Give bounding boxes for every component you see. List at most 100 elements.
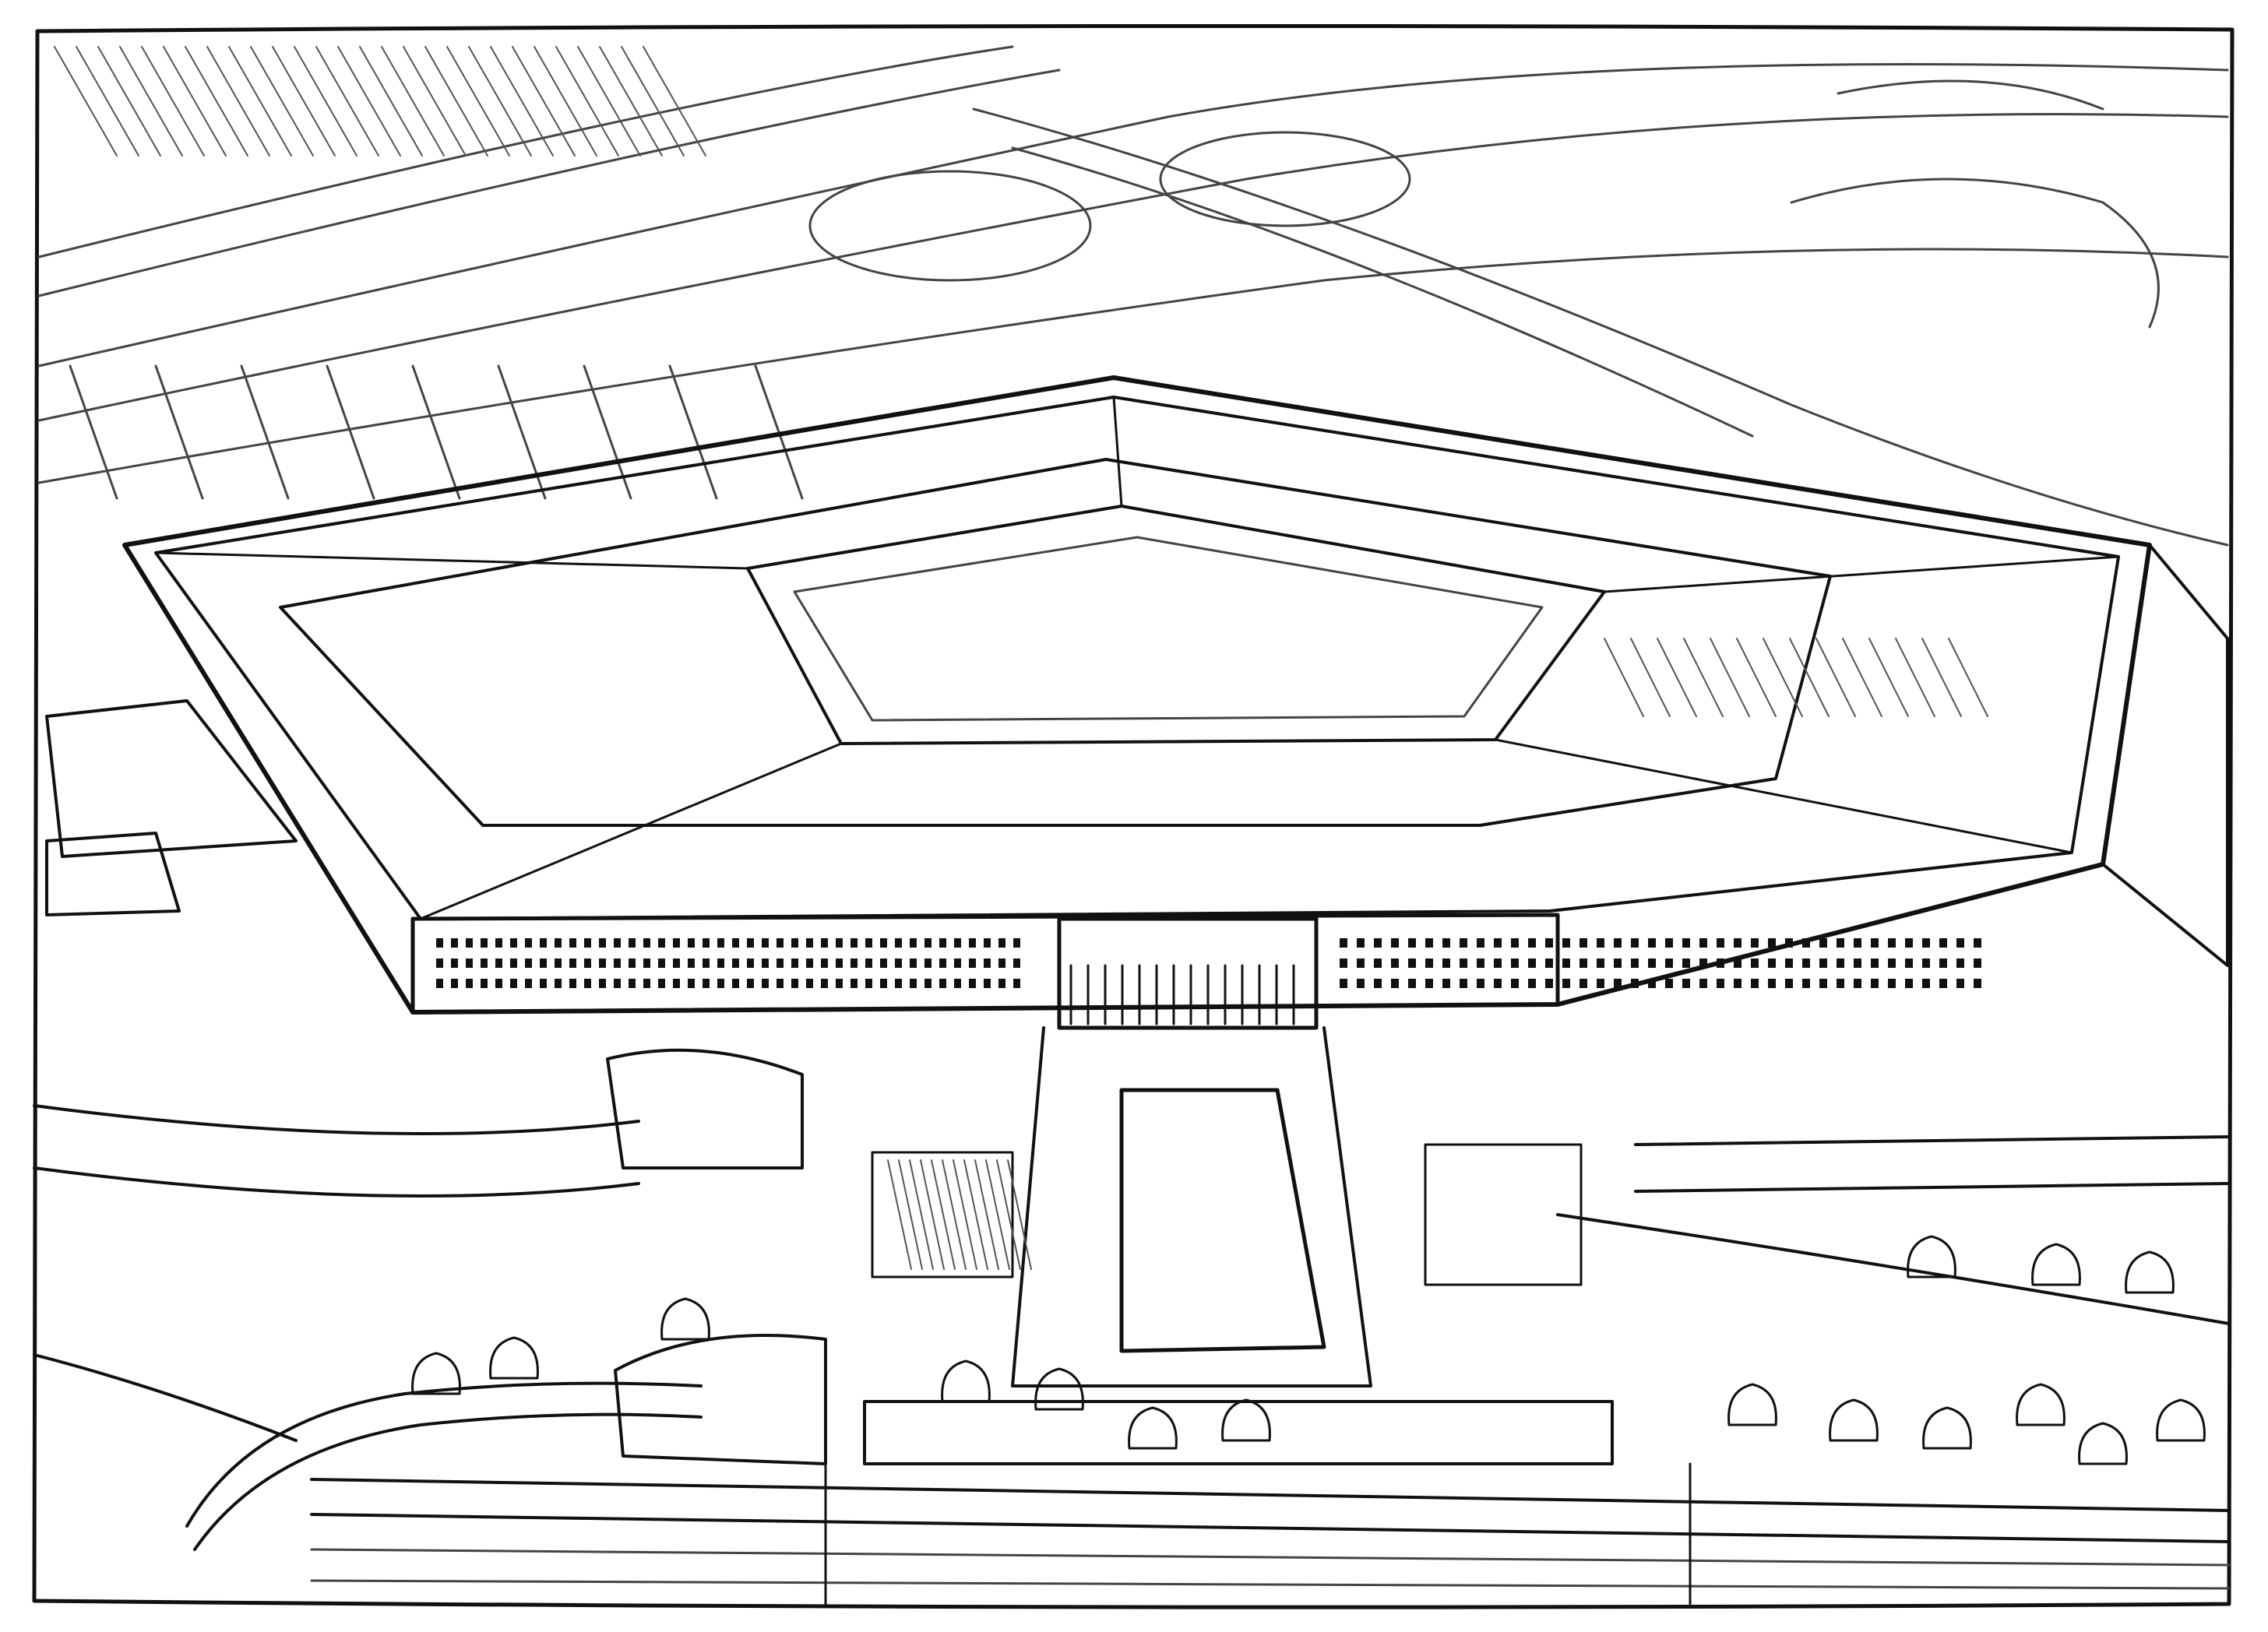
window	[1682, 979, 1690, 988]
window	[629, 938, 636, 948]
window	[466, 958, 473, 968]
window	[865, 938, 872, 948]
tree	[941, 1359, 991, 1403]
window	[1751, 979, 1759, 988]
window	[747, 979, 754, 988]
window	[806, 958, 813, 968]
window	[1408, 938, 1416, 948]
window	[969, 979, 976, 988]
window	[1837, 938, 1844, 948]
hatch-line	[490, 46, 554, 157]
window	[850, 979, 858, 988]
window	[1699, 979, 1707, 988]
window	[1905, 958, 1913, 968]
window	[791, 979, 798, 988]
window	[1854, 958, 1861, 968]
window	[599, 958, 606, 968]
hatch-line	[534, 46, 597, 157]
shading-hatches	[54, 46, 1988, 1270]
window	[998, 938, 1005, 948]
window	[1442, 979, 1450, 988]
hatch-line	[250, 46, 314, 157]
background-parking-lots	[69, 364, 804, 500]
window	[836, 938, 843, 948]
window	[1648, 938, 1656, 948]
window	[1013, 958, 1020, 968]
window	[1391, 958, 1399, 968]
window	[717, 958, 724, 968]
window	[451, 979, 458, 988]
window	[436, 979, 443, 988]
window	[1785, 938, 1793, 948]
tree	[1727, 1383, 1777, 1426]
pentagon-building	[122, 375, 2152, 1030]
hatch-line	[1948, 638, 1988, 717]
window	[717, 979, 724, 988]
hatch-line	[577, 46, 641, 157]
window	[1545, 958, 1553, 968]
window	[1580, 958, 1587, 968]
window	[1562, 958, 1570, 968]
window	[658, 958, 665, 968]
window	[1511, 938, 1519, 948]
window	[1631, 938, 1639, 948]
inner-ring	[746, 505, 1606, 745]
window	[1939, 938, 1947, 948]
window	[1494, 979, 1502, 988]
window	[1871, 938, 1879, 948]
window	[658, 979, 665, 988]
window	[1562, 979, 1570, 988]
front-facade	[410, 913, 1560, 1015]
hatch-line	[272, 46, 336, 157]
window	[924, 938, 932, 948]
window	[555, 979, 562, 988]
window	[569, 938, 576, 948]
window	[1785, 958, 1793, 968]
middle-ring	[279, 458, 1832, 827]
window	[1819, 979, 1827, 988]
window	[1340, 958, 1347, 968]
window	[1580, 938, 1587, 948]
hatch-line	[119, 46, 183, 157]
window	[481, 979, 488, 988]
window	[821, 938, 828, 948]
window	[1939, 979, 1947, 988]
window	[1374, 958, 1382, 968]
window	[1013, 979, 1020, 988]
window	[1614, 938, 1622, 948]
window	[540, 938, 547, 948]
portico-columns	[1069, 964, 1295, 1025]
window	[762, 938, 769, 948]
entrance-portico	[1057, 916, 1319, 1030]
hatch-line	[974, 1159, 999, 1270]
hatch-line	[1657, 638, 1697, 717]
window	[1699, 938, 1707, 948]
background-highways	[37, 45, 2229, 547]
window	[1460, 958, 1467, 968]
central-courtyard	[793, 536, 1544, 722]
window	[599, 938, 606, 948]
window	[1460, 938, 1467, 948]
window	[555, 938, 562, 948]
window	[1494, 938, 1502, 948]
hatch-line	[381, 46, 445, 157]
hatch-line	[1789, 638, 1830, 717]
window	[1425, 938, 1433, 948]
hatch-line	[1842, 638, 1882, 717]
side-buildings	[45, 543, 2229, 1169]
window	[880, 958, 887, 968]
window	[1819, 958, 1827, 968]
window	[466, 979, 473, 988]
front-grounds	[614, 1026, 1614, 1465]
window	[643, 938, 650, 948]
window	[1734, 958, 1742, 968]
parking-row	[411, 364, 461, 500]
window	[1665, 958, 1673, 968]
window	[924, 979, 932, 988]
window	[954, 938, 961, 948]
hatch-line	[446, 46, 510, 157]
window	[584, 938, 591, 948]
hatch-line	[185, 46, 248, 157]
window	[939, 979, 946, 988]
window	[954, 958, 961, 968]
